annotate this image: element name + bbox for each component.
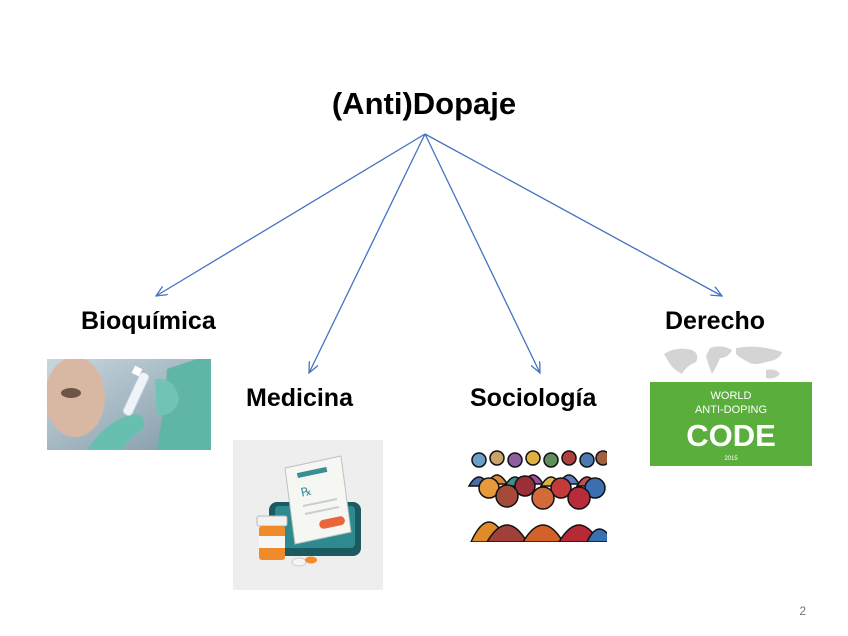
arrow-to-bioquimica [156, 133, 426, 296]
arrow-to-medicina [309, 133, 426, 373]
arrow-to-sociologia [424, 133, 540, 373]
arrow-to-derecho [424, 133, 722, 296]
badge-year: 2015 [724, 456, 738, 462]
bioquimica-image [47, 359, 211, 450]
label-derecho: Derecho [665, 307, 766, 335]
sociologia-image [467, 446, 607, 542]
page-number: 2 [799, 604, 806, 618]
badge-line-code: CODE [686, 418, 776, 453]
svg-text:℞: ℞ [300, 484, 313, 500]
badge-line-world: WORLD [711, 390, 752, 402]
diagram-title: (Anti)Dopaje [331, 86, 517, 121]
world-map-image [662, 344, 790, 384]
label-medicina: Medicina [246, 384, 353, 412]
wada-code-badge: WORLD ANTI-DOPING CODE 2015 [650, 382, 812, 466]
medicina-image: ℞ [233, 440, 383, 590]
label-sociologia: Sociología [470, 384, 597, 412]
badge-line-antidoping: ANTI-DOPING [695, 404, 767, 416]
label-bioquimica: Bioquímica [81, 307, 216, 335]
